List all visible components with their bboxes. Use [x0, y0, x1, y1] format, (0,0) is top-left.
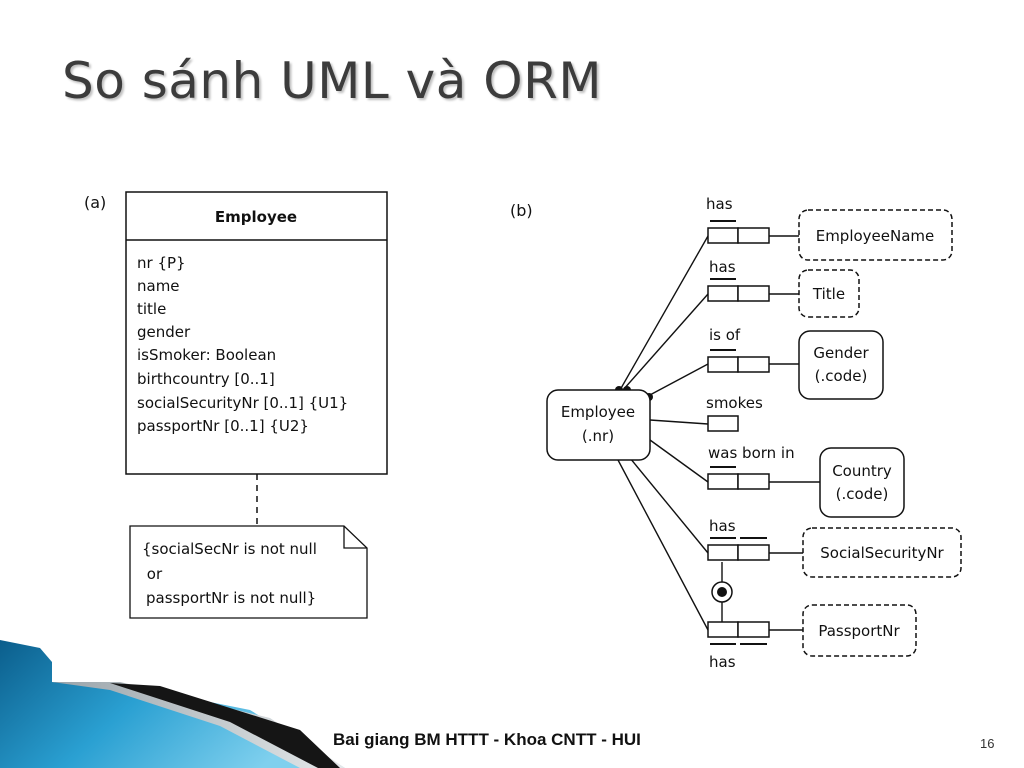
orm-entity-gender: [798, 330, 884, 400]
value-type-label: EmployeeName: [816, 227, 935, 245]
value-type-label: SocialSecurityNr: [820, 544, 944, 562]
orm-or-constraint-dot: [717, 587, 727, 597]
entity-type-name: Gender: [813, 344, 869, 362]
uml-attribute: name: [137, 277, 180, 295]
orm-diagram: (b) Employee (.nr): [510, 195, 962, 671]
entity-type-name: Country: [832, 462, 892, 480]
orm-entity-ref: (.nr): [582, 427, 614, 445]
orm-value-title: [798, 269, 860, 318]
fact-label: smokes: [706, 394, 763, 412]
entity-type-ref: (.code): [836, 485, 889, 503]
decor-dark-band: [110, 683, 340, 768]
uml-note-fold: [343, 526, 367, 549]
page-number: 16: [980, 736, 995, 751]
value-type-label: PassportNr: [818, 622, 900, 640]
orm-value-passportnr: [802, 604, 917, 657]
value-type-label: Title: [812, 285, 845, 303]
uml-note-line: or: [142, 565, 163, 583]
orm-value-socialsecuritynr: [802, 527, 962, 578]
slide-footer: Bai giang BM HTTT - Khoa CNTT - HUI: [333, 730, 641, 749]
fact-label: has: [706, 195, 733, 213]
uml-attribute: socialSecurityNr [0..1] {U1}: [137, 394, 348, 412]
fact-label: has: [709, 653, 736, 671]
fact-label: is of: [709, 326, 741, 344]
orm-entity-name: Employee: [561, 403, 635, 421]
uml-class-box: [125, 191, 388, 475]
uml-diagram: (a) Employee nr {P} name title gender is…: [84, 191, 388, 619]
fact-label: has: [709, 258, 736, 276]
uml-class-name: Employee: [215, 208, 297, 226]
decor-swoosh: [0, 640, 345, 768]
fact-label: has: [709, 517, 736, 535]
uml-note-box: [129, 525, 368, 619]
fact-label: was born in: [708, 444, 795, 462]
slide-title: So sánh UML và ORM: [62, 52, 603, 110]
orm-value-employeename: [798, 209, 953, 261]
orm-panel-label: (b): [510, 201, 533, 220]
uml-attribute: title: [137, 300, 166, 318]
entity-type-ref: (.code): [815, 367, 868, 385]
uml-note-line: {socialSecNr is not null: [142, 540, 317, 558]
uniqueness-bars: [710, 220, 767, 645]
orm-connectors: [617, 235, 820, 631]
uml-attribute: gender: [137, 323, 191, 341]
uml-panel-label: (a): [84, 193, 106, 212]
uml-attribute: birthcountry [0..1]: [137, 370, 275, 388]
uml-note-line: passportNr is not null}: [146, 589, 316, 607]
decor-gray-band: [52, 682, 345, 768]
uml-attribute: nr {P}: [137, 254, 186, 272]
orm-fact-boxes: [707, 227, 770, 638]
orm-entity-country: [819, 447, 905, 518]
uml-attribute: passportNr [0..1] {U2}: [137, 417, 309, 435]
orm-entity-employee: [546, 389, 651, 461]
uml-attribute: isSmoker: Boolean: [137, 346, 276, 364]
